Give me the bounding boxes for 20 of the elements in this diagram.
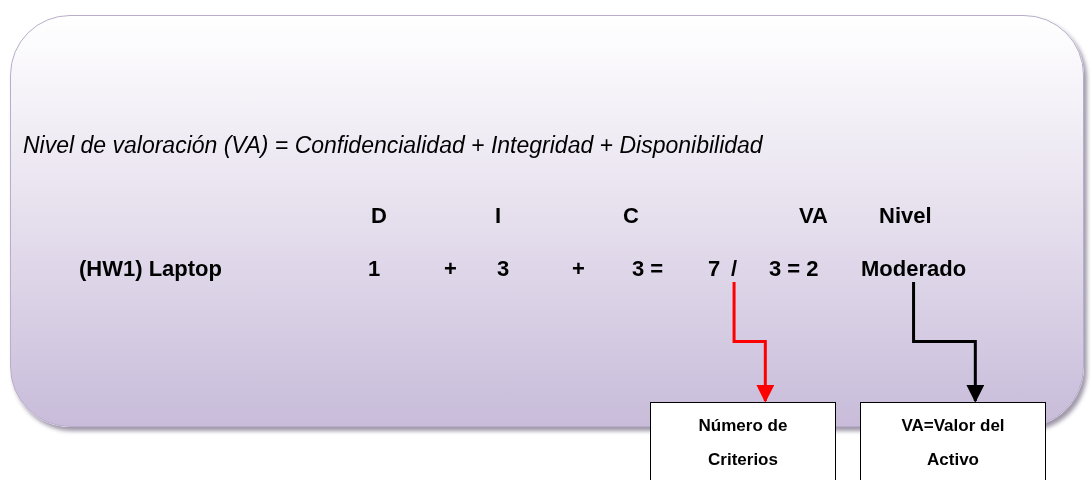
column-header: Nivel bbox=[879, 203, 932, 229]
formula-term: 3 = 2 bbox=[769, 256, 819, 282]
column-header: I bbox=[495, 203, 502, 229]
formula-term: 3 bbox=[497, 256, 510, 282]
formula-term: 1 bbox=[368, 256, 381, 282]
callout-box: VA=Valor del Activo bbox=[860, 402, 1046, 480]
slash-symbol: / bbox=[731, 256, 738, 282]
formula-text: Nivel de valoración (VA) = Confidencialidad + Integridad + Disponibilidad bbox=[23, 132, 763, 159]
column-header: D bbox=[371, 203, 387, 229]
level-text: Moderado bbox=[861, 256, 967, 282]
formula-term: 7 bbox=[708, 256, 721, 282]
callout-box: Número de Criterios bbox=[650, 402, 836, 480]
column-header: VA bbox=[799, 203, 828, 229]
asset-name: (HW1) Laptop bbox=[79, 256, 222, 282]
arrow bbox=[732, 282, 775, 403]
column-header: C bbox=[623, 203, 639, 229]
formula-term: + bbox=[572, 256, 585, 282]
arrow bbox=[912, 282, 985, 403]
formula-term: 3 = bbox=[632, 256, 664, 282]
formula-term: + bbox=[444, 256, 457, 282]
